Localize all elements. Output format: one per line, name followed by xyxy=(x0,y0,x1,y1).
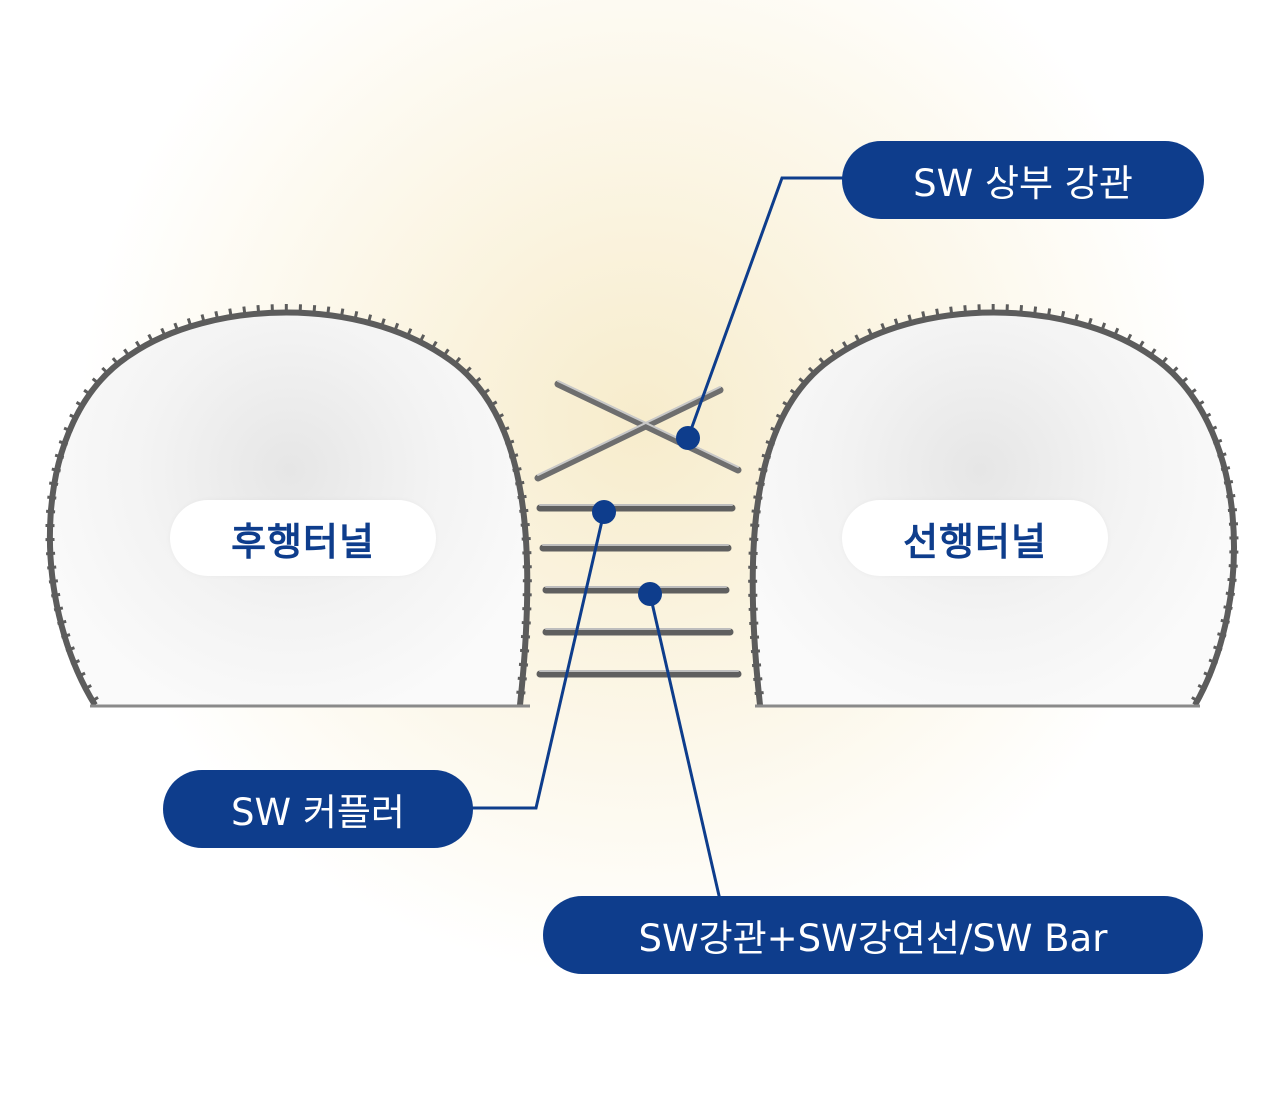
upper-pipes xyxy=(534,380,742,482)
marker-pipe-strand-bar xyxy=(638,582,662,606)
callout-coupler: SW 커플러 xyxy=(163,770,473,848)
marker-coupler xyxy=(592,500,616,524)
callout-coupler-text: SW 커플러 xyxy=(231,791,405,834)
callout-pipe-strand-bar-text: SW강관+SW강연선/SW Bar xyxy=(638,917,1108,960)
right-tunnel-label-text: 선행터널 xyxy=(903,519,1047,564)
callout-upper-pipe: SW 상부 강관 xyxy=(842,141,1204,219)
callout-pipe-strand-bar: SW강관+SW강연선/SW Bar xyxy=(543,896,1203,974)
marker-upper-pipe xyxy=(676,426,700,450)
left-tunnel-label-text: 후행터널 xyxy=(231,519,375,564)
leader-upper-pipe xyxy=(686,176,860,439)
leader-pipe-strand-bar xyxy=(648,593,722,901)
leader-coupler xyxy=(470,511,606,810)
callout-upper-pipe-text: SW 상부 강관 xyxy=(913,162,1133,205)
left-tunnel-label: 후행터널 xyxy=(170,500,436,576)
leader-lines xyxy=(470,176,860,901)
right-tunnel-label: 선행터널 xyxy=(842,500,1108,576)
